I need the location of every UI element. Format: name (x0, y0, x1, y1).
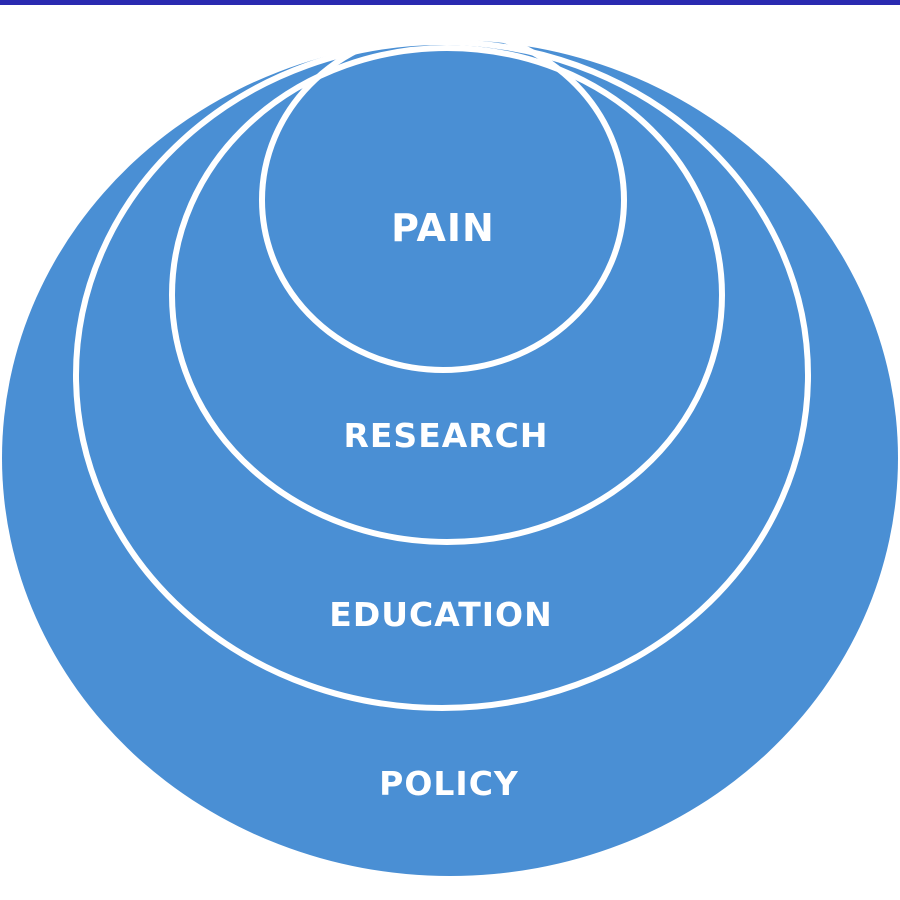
research-ring (169, 45, 725, 545)
research-label: RESEARCH (343, 416, 548, 455)
policy-label: POLICY (379, 764, 519, 803)
education-ring (73, 39, 811, 711)
top-border-rule (0, 0, 900, 5)
pain-label: PAIN (391, 206, 495, 250)
education-label: EDUCATION (329, 595, 552, 634)
policy-circle (2, 40, 898, 876)
pain-ring (259, 27, 627, 373)
